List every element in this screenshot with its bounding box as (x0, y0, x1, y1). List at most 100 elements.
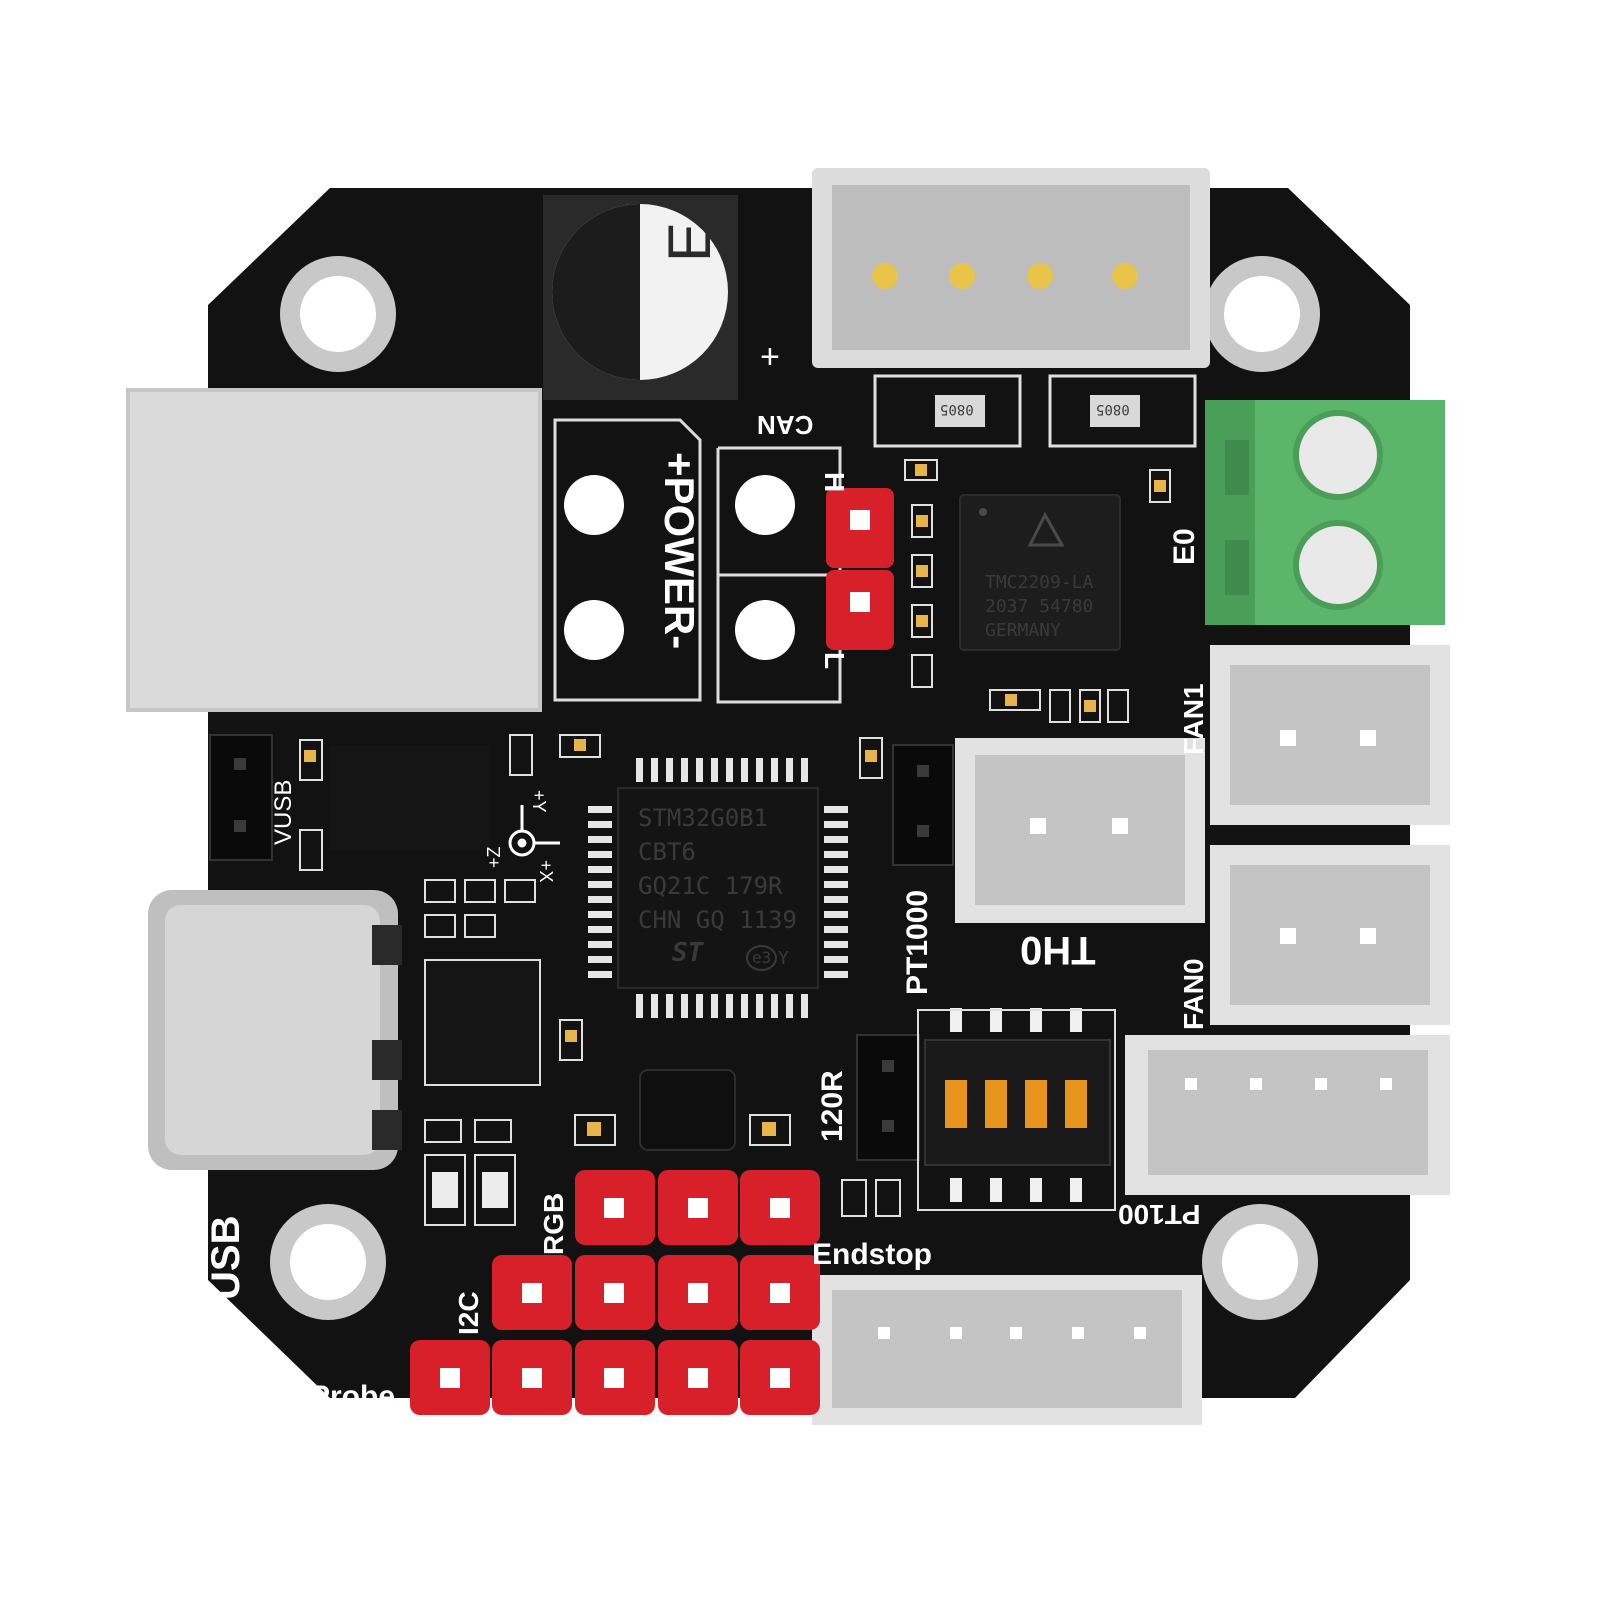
mcu-pin (588, 851, 612, 858)
silk-fan1-label: FAN1 (1178, 683, 1209, 755)
silk-vusb-label: VUSB (270, 779, 297, 845)
mcu-pin (588, 806, 612, 813)
mcu-pin (824, 821, 848, 828)
mcu-pin (801, 758, 808, 782)
mcu-pin (588, 821, 612, 828)
silk-th0-label: TH0 (1020, 928, 1096, 972)
mcu-pin (636, 994, 643, 1018)
endstop-connector (812, 1275, 1202, 1425)
mcu-pin (711, 758, 718, 782)
silk-rgb-label: RGB (538, 1192, 569, 1255)
mcu-pin (726, 994, 733, 1018)
mcu-pin (588, 836, 612, 843)
mcu-pin (588, 881, 612, 888)
mcu-pin (741, 994, 748, 1018)
mcu-pin (824, 851, 848, 858)
mcu-pin (771, 758, 778, 782)
fan1-connector (1210, 645, 1450, 825)
silk-pt1000-label: PT1000 (901, 889, 934, 995)
mcu-pin (666, 994, 673, 1018)
mcu-pin (824, 956, 848, 963)
power-input-pads (553, 418, 702, 702)
electrolytic-capacitor (543, 195, 738, 400)
mcu-pin (588, 956, 612, 963)
smd-pad-fills (304, 464, 1166, 1136)
can-termination-jumper (826, 488, 894, 650)
resistor-right-code: 0805 (1096, 401, 1130, 417)
silk-i2c-label: I2C (453, 1291, 484, 1335)
usb-c-port (148, 890, 402, 1170)
silk-axis-y-label: +Y (529, 790, 549, 813)
red-pin-headers (410, 1170, 820, 1415)
ic-left-square (424, 959, 541, 1086)
stm32-mcu-chip (588, 758, 848, 1018)
mcu-pin (696, 758, 703, 782)
mcu-pin (824, 926, 848, 933)
st-logo-icon: ST (672, 938, 704, 968)
resistor-left-code: 0805 (940, 401, 974, 417)
mcu-pin (711, 994, 718, 1018)
mcu-pin (771, 994, 778, 1018)
mcu-pin (824, 881, 848, 888)
driver-line-1: TMC2209-LA (985, 572, 1094, 593)
mcu-pin (588, 926, 612, 933)
silk-power-label: +POWER- (656, 452, 703, 650)
silk-probe-label: Probe (310, 1380, 396, 1413)
mcu-pin (824, 941, 848, 948)
mcu-pin (651, 758, 658, 782)
120r-jumper-header (856, 1034, 920, 1161)
mcu-pin (588, 971, 612, 978)
mcu-pin (726, 758, 733, 782)
silk-usb-label: USB (204, 1215, 248, 1300)
mcu-pin (756, 994, 763, 1018)
silk-l-label: L (819, 652, 850, 670)
driver-line-3: GERMANY (985, 620, 1061, 641)
mcu-line-1: STM32G0B1 (638, 804, 769, 832)
pt1000-jumper-header (892, 744, 954, 866)
silk-can-label: CAN (757, 410, 814, 440)
silk-endstop-label: Endstop (812, 1238, 932, 1271)
mcu-pin (824, 971, 848, 978)
silk-pt100-label: PT100 (1118, 1199, 1201, 1230)
mcu-pin (588, 896, 612, 903)
th0-connector (955, 738, 1205, 923)
silk-cap-plus-label: + (760, 338, 780, 376)
mcu-pin (588, 866, 612, 873)
tmc2209-driver-chip (959, 494, 1121, 651)
status-leds (424, 1154, 516, 1226)
silk-axis-x-label: +X (536, 860, 556, 883)
mcu-pin (588, 911, 612, 918)
rj-jack (126, 388, 542, 712)
mcu-line-4: CHN GQ 1139 (638, 906, 797, 934)
mcu-pin (588, 941, 612, 948)
mcu-pin (824, 806, 848, 813)
smd-passives (299, 459, 1171, 1217)
silk-axis-z-label: +Z (484, 846, 504, 868)
ic-regulator (639, 1069, 736, 1151)
mounting-holes (270, 256, 1320, 1320)
mcu-pin (801, 994, 808, 1018)
silk-fan0-label: FAN0 (1178, 958, 1209, 1030)
mcu-pin (786, 994, 793, 1018)
mcu-pin (636, 758, 643, 782)
mcu-pin (666, 758, 673, 782)
silk-h-label: H (819, 472, 850, 493)
mcu-pin (741, 758, 748, 782)
mcu-pin (681, 758, 688, 782)
mcu-pin (824, 836, 848, 843)
mcu-e3-mark: e3 (746, 945, 778, 971)
vusb-jumper-header (209, 734, 273, 861)
mcu-pin (696, 994, 703, 1018)
mcu-suffix: Y (778, 948, 789, 969)
capacitor-mark: E (656, 221, 723, 262)
mcu-pin (786, 758, 793, 782)
mcu-pin (756, 758, 763, 782)
mcu-pin (824, 911, 848, 918)
silk-e0-label: E0 (1168, 528, 1201, 565)
e0-terminal-block (1205, 400, 1445, 625)
mcu-line-2: CBT6 (638, 838, 696, 866)
resistor-right (1048, 374, 1197, 448)
jst-connector-top-4pin (812, 168, 1210, 368)
fan0-connector (1210, 845, 1450, 1025)
